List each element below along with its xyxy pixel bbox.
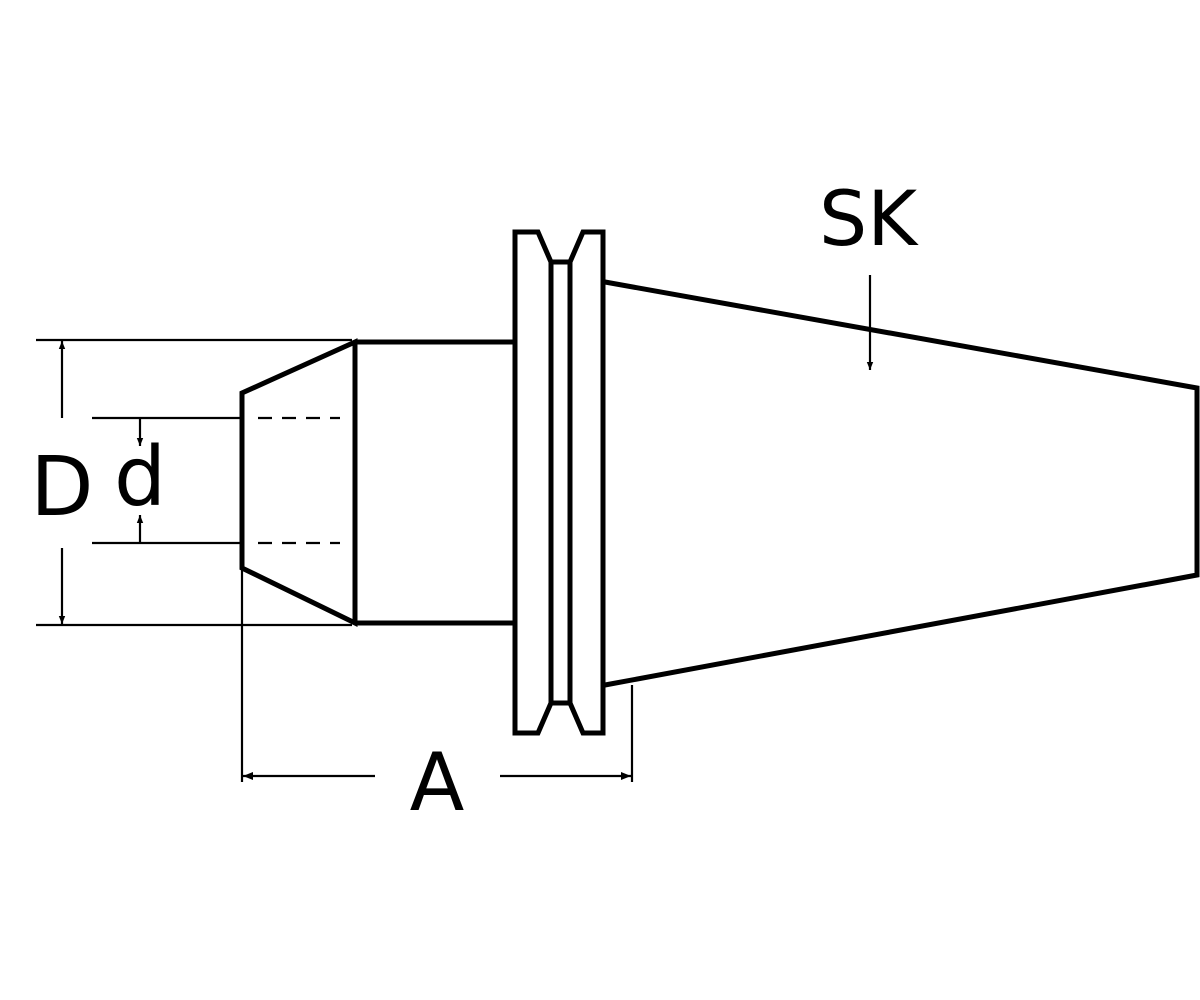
label-taper: SK — [819, 174, 919, 263]
flange-groove — [548, 262, 573, 703]
shank — [355, 339, 515, 626]
label-length: A — [410, 736, 465, 829]
label-inner-diameter: d — [114, 430, 166, 525]
taper-cone — [604, 279, 1200, 688]
label-outer-diameter: D — [30, 440, 93, 535]
collet-tip — [239, 338, 358, 627]
flange — [512, 229, 606, 736]
